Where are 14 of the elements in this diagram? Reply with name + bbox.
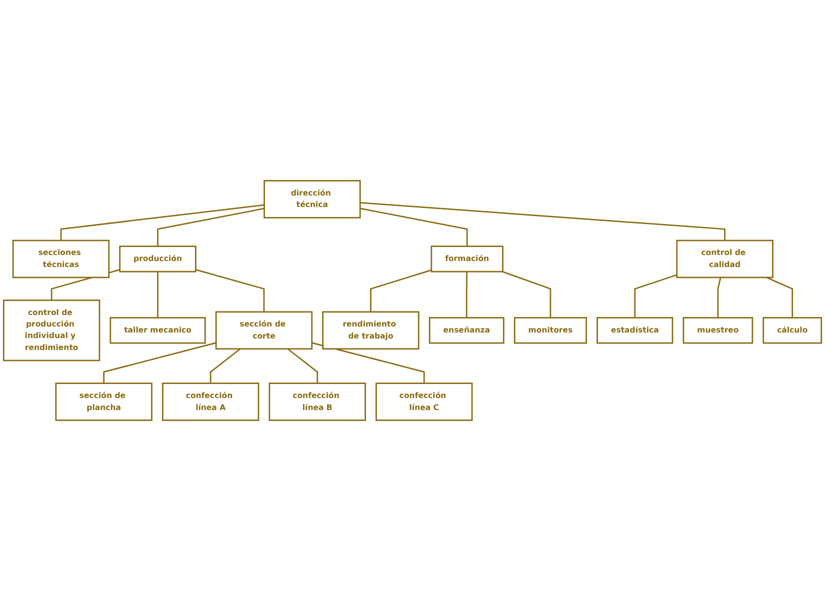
connector [502,271,552,318]
connector [210,348,241,384]
connector [103,342,216,384]
connector [60,204,264,240]
connector [157,272,158,318]
connector [312,342,425,384]
connector [196,269,265,312]
connector [360,202,726,240]
connector [287,348,318,384]
connector [466,272,468,318]
connector [360,208,468,246]
connector [717,277,722,318]
connector [370,269,432,312]
connector [157,208,264,246]
